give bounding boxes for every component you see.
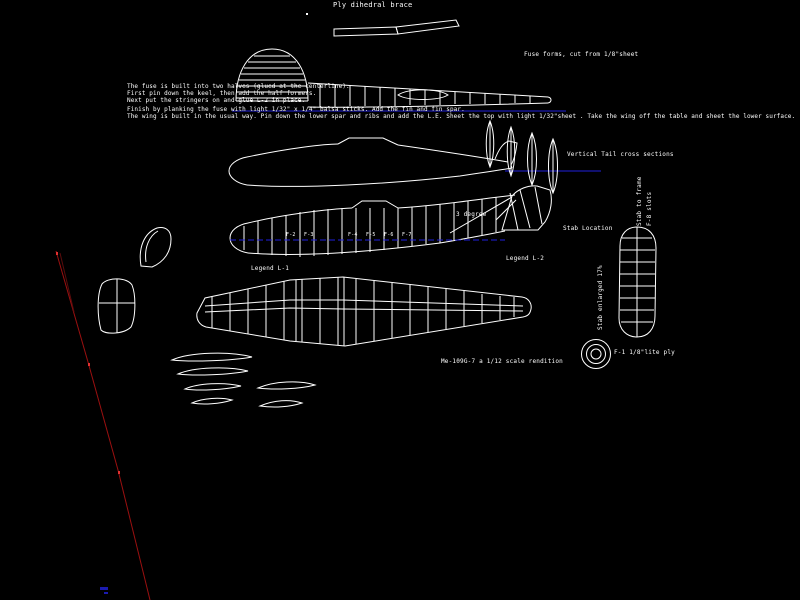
tail-cross-sections bbox=[485, 119, 558, 195]
red-construction-line bbox=[55, 250, 151, 600]
build-note-line: Finish by planking the fuse with light 1… bbox=[127, 106, 465, 113]
legend-left-label: Legend L-1 bbox=[251, 265, 290, 272]
former-label: F-3 bbox=[304, 232, 314, 238]
vertical-tail-label: Vertical Tail cross sections bbox=[567, 151, 674, 158]
build-note-line: Next put the stringers on and glue L-2 i… bbox=[127, 97, 306, 104]
stab-slot-note-1: Stab to frame bbox=[636, 176, 643, 226]
f1-label: F-1 1/8"lite ply bbox=[614, 349, 675, 356]
stab-plan-view bbox=[618, 226, 657, 338]
fuselage-side-view bbox=[228, 137, 601, 187]
legend-right-label: Legend L-2 bbox=[506, 255, 545, 262]
build-note-line: The fuse is built into two halves (glued… bbox=[127, 83, 350, 90]
spinner-front-view bbox=[581, 339, 611, 369]
canopy-part bbox=[139, 227, 172, 268]
former-label: F-7 bbox=[402, 232, 412, 238]
airfoil-templates bbox=[170, 352, 317, 408]
cowl-part bbox=[97, 278, 136, 334]
build-note-line: First pin down the keel, then add the ha… bbox=[127, 90, 317, 97]
blue-tick-mark bbox=[104, 592, 108, 594]
plan-title: Me-109G-7 a 1/12 scale rendition bbox=[441, 358, 563, 365]
former-label: F-5 bbox=[366, 232, 376, 238]
fuse-forms-label: Fuse forms, cut from 1/8"sheet bbox=[524, 51, 639, 58]
blue-tick-mark bbox=[100, 587, 108, 590]
wing-plan-view bbox=[196, 276, 532, 347]
former-label: F-4 bbox=[348, 232, 358, 238]
stab-location-label: Stab Location bbox=[563, 225, 613, 232]
build-note-line: The wing is built in the usual way. Pin … bbox=[127, 113, 796, 120]
fuselage-top-view bbox=[232, 48, 566, 112]
stab-enlarged-label: Stab enlarged 17% bbox=[597, 265, 604, 330]
stab-slot-note-2: F-8 slots bbox=[646, 191, 653, 226]
former-label: F-2 bbox=[286, 232, 296, 238]
build-notes: The fuse is built into two halves (glued… bbox=[127, 83, 795, 120]
fuselage-structure-view bbox=[229, 185, 552, 257]
dihedral-brace bbox=[306, 13, 460, 37]
ply-brace-label: Ply dihedral brace bbox=[333, 1, 413, 9]
incidence-label: 3 degree bbox=[456, 211, 487, 218]
former-label: F-6 bbox=[384, 232, 394, 238]
